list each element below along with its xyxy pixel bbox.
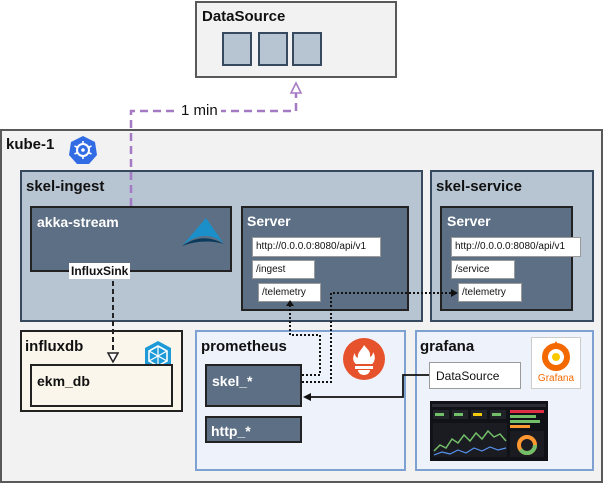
grafana-datasource-box: DataSource bbox=[429, 362, 521, 389]
grafana-dashboard-thumbnail bbox=[430, 401, 548, 461]
scrape-ingest-telemetry bbox=[289, 304, 321, 376]
kubernetes-icon bbox=[69, 136, 97, 164]
skel-service-title: skel-service bbox=[436, 178, 522, 195]
ekm-db-box: ekm_db bbox=[30, 364, 173, 407]
prometheus-icon bbox=[343, 338, 385, 380]
grafana-datasource-label: DataSource bbox=[436, 369, 500, 383]
skel-service-route-telemetry: /telemetry bbox=[458, 283, 522, 302]
cluster-title: kube-1 bbox=[6, 136, 55, 153]
datasource-box: DataSource bbox=[195, 1, 397, 78]
skel-ingest-route-ingest: /ingest bbox=[252, 260, 315, 279]
akka-icon bbox=[182, 218, 224, 246]
grafana-logo: Grafana bbox=[531, 337, 581, 389]
datasource-title: DataSource bbox=[202, 8, 286, 25]
datasource-slot bbox=[292, 32, 322, 66]
influxdb-title: influxdb bbox=[25, 338, 84, 355]
interval-label: 1 min bbox=[178, 102, 221, 119]
skel-ingest-url-field: http://0.0.0.0:8080/api/v1 bbox=[252, 237, 381, 257]
prometheus-job-skel-label: skel_* bbox=[212, 373, 253, 389]
datasource-slot bbox=[258, 32, 288, 66]
prometheus-job-http: http_* bbox=[205, 416, 302, 443]
skel-ingest-server-title: Server bbox=[247, 213, 291, 229]
skel-ingest-title: skel-ingest bbox=[26, 178, 105, 195]
grafana-query-arrowhead bbox=[303, 393, 311, 401]
scrape-service-arrowhead bbox=[451, 289, 458, 297]
datasource-slot bbox=[222, 32, 252, 66]
skel-service-url-field: http://0.0.0.0:8080/api/v1 bbox=[451, 237, 581, 257]
poll-datasource-arrow bbox=[129, 84, 298, 206]
skel-service-server-title: Server bbox=[447, 213, 491, 229]
scrape-ingest-arrowhead bbox=[286, 300, 294, 306]
skel-service-route-service: /service bbox=[451, 260, 515, 279]
ekm-db-label: ekm_db bbox=[37, 373, 90, 389]
influx-sink-arrowhead bbox=[106, 352, 120, 364]
scrape-service-telemetry bbox=[302, 292, 452, 383]
grafana-logo-text: Grafana bbox=[537, 373, 575, 384]
grafana-title: grafana bbox=[420, 338, 475, 355]
influx-sink-label: InfluxSink bbox=[69, 263, 131, 279]
akka-stream-box: akka-stream bbox=[30, 206, 232, 272]
grafana-icon bbox=[542, 341, 570, 371]
prometheus-job-http-label: http_* bbox=[211, 423, 251, 439]
prometheus-title: prometheus bbox=[201, 338, 287, 355]
prometheus-job-skel: skel_* bbox=[205, 364, 302, 407]
poll-datasource-arrowhead bbox=[289, 81, 303, 94]
akka-stream-title: akka-stream bbox=[37, 214, 119, 230]
grafana-query-arrow bbox=[310, 374, 429, 398]
